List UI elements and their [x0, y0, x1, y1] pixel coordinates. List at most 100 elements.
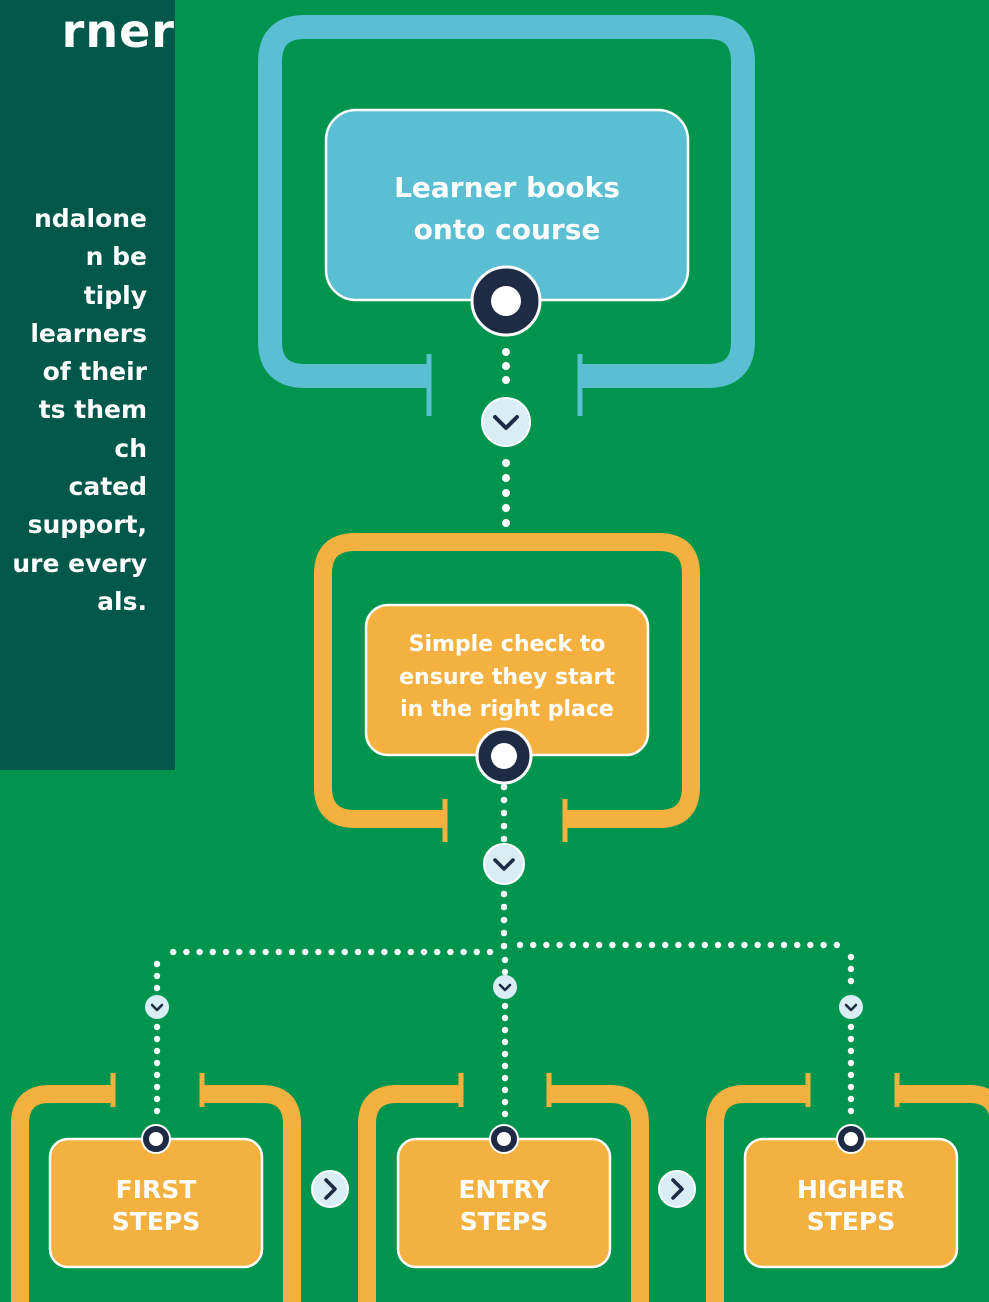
connector-dot [153, 1023, 161, 1031]
panel-line: als. [97, 586, 147, 616]
connector-dot [596, 941, 603, 949]
connector-dot [622, 941, 629, 949]
connector-dot [153, 1059, 161, 1067]
connector-dot [569, 941, 576, 949]
connector-dot [675, 941, 682, 949]
panel-line: ch [114, 433, 147, 463]
connector-dot [662, 941, 669, 949]
panel-line: learners [30, 318, 147, 348]
chevron-right-icon [311, 1170, 349, 1208]
panel-title: rner [61, 4, 175, 58]
connector-dot [394, 948, 401, 956]
node-circle-icon [141, 1124, 171, 1154]
connector-dot [847, 953, 855, 961]
connector-dot [420, 948, 428, 956]
connector-dot [501, 956, 509, 964]
connector-dot [153, 972, 161, 980]
connector-dot [183, 948, 190, 956]
connector-dot [434, 948, 441, 956]
orange-frame [314, 533, 700, 828]
connector-dot [847, 1095, 855, 1103]
connector-dot [460, 948, 467, 956]
panel-line: cated [68, 472, 148, 502]
connector-dot [354, 948, 362, 956]
connector-dot [609, 941, 616, 949]
step1-label-line2: onto course [414, 213, 601, 246]
connector-dot [153, 1071, 161, 1079]
chevron-down-icon [145, 995, 169, 1019]
connector-dot [847, 1083, 855, 1091]
level-label-higher-line2: STEPS [807, 1207, 895, 1236]
connector-dot [153, 1083, 161, 1091]
connector-dot [501, 968, 509, 976]
connector-dot [153, 1035, 161, 1043]
connector-dot [728, 941, 735, 949]
connector-dot [833, 941, 840, 949]
connector-dot [556, 941, 563, 949]
connector-dot [288, 948, 296, 956]
connector-dot [807, 941, 814, 949]
connector-dot [847, 1107, 855, 1115]
connector-dot [501, 1062, 509, 1070]
connector-dot [530, 941, 537, 949]
level-label-entry-line2: STEPS [460, 1207, 548, 1236]
chevron-right-icon [658, 1170, 696, 1208]
connector-dot [486, 948, 494, 956]
panel-text: ndalone n be tiply learners of their ts … [0, 200, 147, 621]
connector-dot [153, 960, 161, 968]
step2-label-line2: ensure they start [399, 665, 615, 690]
connector-dot [473, 948, 480, 956]
level-label-first-line1: FIRST [116, 1175, 197, 1204]
connector-dot [847, 1071, 855, 1079]
connector-dot [262, 948, 269, 956]
connector-dot [196, 948, 203, 956]
level-frame-first [11, 1085, 301, 1302]
connector-dot [222, 948, 230, 956]
panel-line: tiply [83, 280, 147, 310]
level-frame-entry [358, 1085, 649, 1302]
connector-dot [153, 1095, 161, 1103]
connector-dot [688, 941, 695, 949]
connector-dot [741, 941, 748, 949]
connector-dot [209, 948, 216, 956]
step1-label-line1: Learner books [394, 171, 620, 204]
level-frames [11, 1085, 989, 1302]
connector-dot [754, 941, 761, 949]
connector-dot [275, 948, 282, 956]
chevron-down-icon [493, 975, 517, 999]
connector-dot [635, 941, 642, 949]
connector-dot [407, 948, 414, 956]
connector-dot [381, 948, 388, 956]
connector-dot [368, 948, 375, 956]
connector-dot [447, 948, 454, 956]
panel-line: of their [42, 357, 147, 387]
panel-line: n be [85, 242, 147, 272]
connector-dot [249, 948, 256, 956]
connector-dot [767, 941, 774, 949]
level-label-first-line2: STEPS [112, 1207, 200, 1236]
panel-line: ure every [12, 548, 147, 578]
connector-dot [328, 948, 335, 956]
level-label-higher-line1: HIGHER [797, 1175, 905, 1204]
connector-dot [170, 948, 177, 956]
connector-dot [847, 1035, 855, 1043]
level-frame-higher [706, 1085, 989, 1302]
node-circle-icon [475, 727, 533, 785]
connector-dot [847, 977, 855, 985]
connector-dot [501, 1038, 509, 1046]
connector-dot [501, 1098, 509, 1106]
level-frame-ticks [110, 1073, 900, 1107]
chevron-down-icon [481, 397, 531, 447]
connector-dot [153, 1107, 161, 1115]
connector-dot [302, 948, 309, 956]
level-label-entry-line1: ENTRY [458, 1175, 550, 1204]
connector-dot [153, 984, 161, 992]
connector-dot [501, 1110, 509, 1118]
connector-dot [714, 941, 722, 949]
connector-dot [516, 941, 524, 949]
chevron-down-icon [839, 995, 863, 1019]
node-circle-icon [470, 265, 542, 337]
branch-dots [153, 941, 855, 1118]
connector-dot [236, 948, 243, 956]
